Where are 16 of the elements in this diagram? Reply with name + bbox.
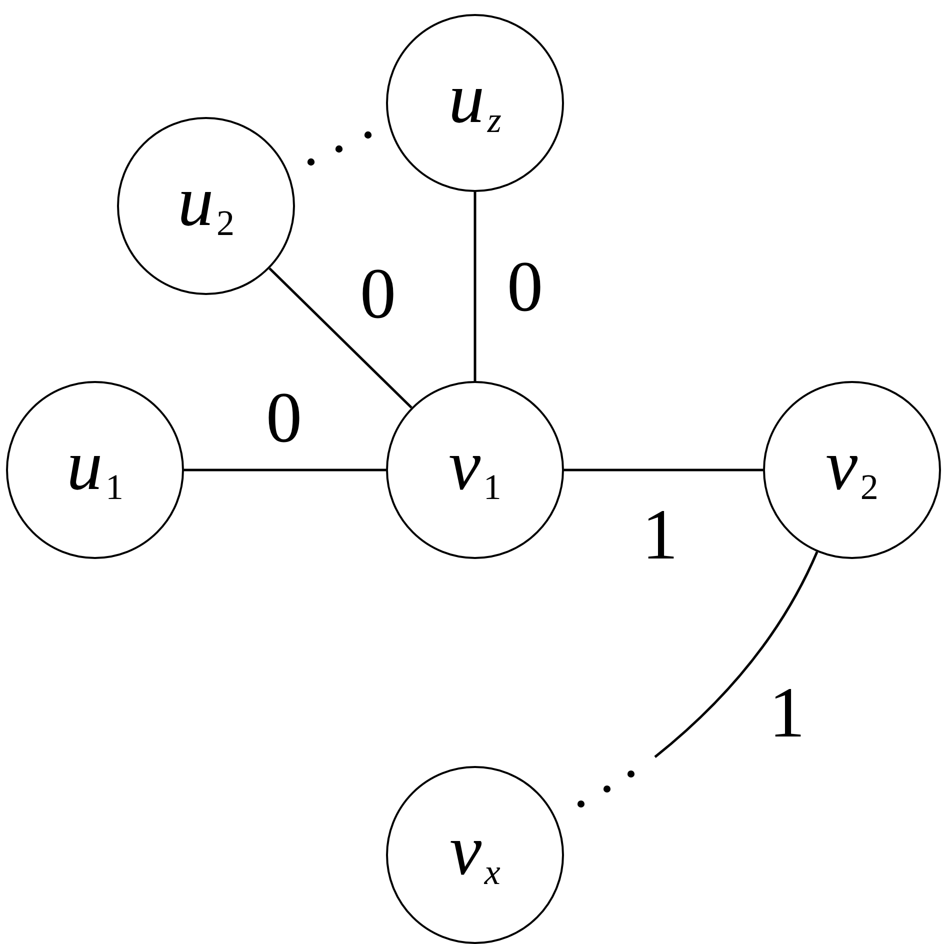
edge-label: 0 — [360, 262, 396, 326]
edge-line — [474, 192, 476, 381]
node-label: u$_{2}$ — [178, 168, 234, 244]
node-label: u$_{1}$ — [66, 432, 124, 508]
edge-line — [577, 550, 818, 808]
node-label: v$_{x}$ — [450, 818, 500, 892]
node-label: v$_{2}$ — [826, 432, 878, 508]
edge-line — [184, 468, 386, 472]
edge-line — [564, 468, 763, 472]
edge-label: 1 — [642, 502, 678, 568]
edge-label: 0 — [507, 254, 543, 320]
edge-label: 0 — [266, 386, 302, 450]
node-label: v$_{1}$ — [448, 432, 502, 508]
node-label: u$_{z}$ — [448, 66, 502, 140]
edge-line — [268, 267, 412, 409]
edge-label: 1 — [769, 680, 805, 746]
